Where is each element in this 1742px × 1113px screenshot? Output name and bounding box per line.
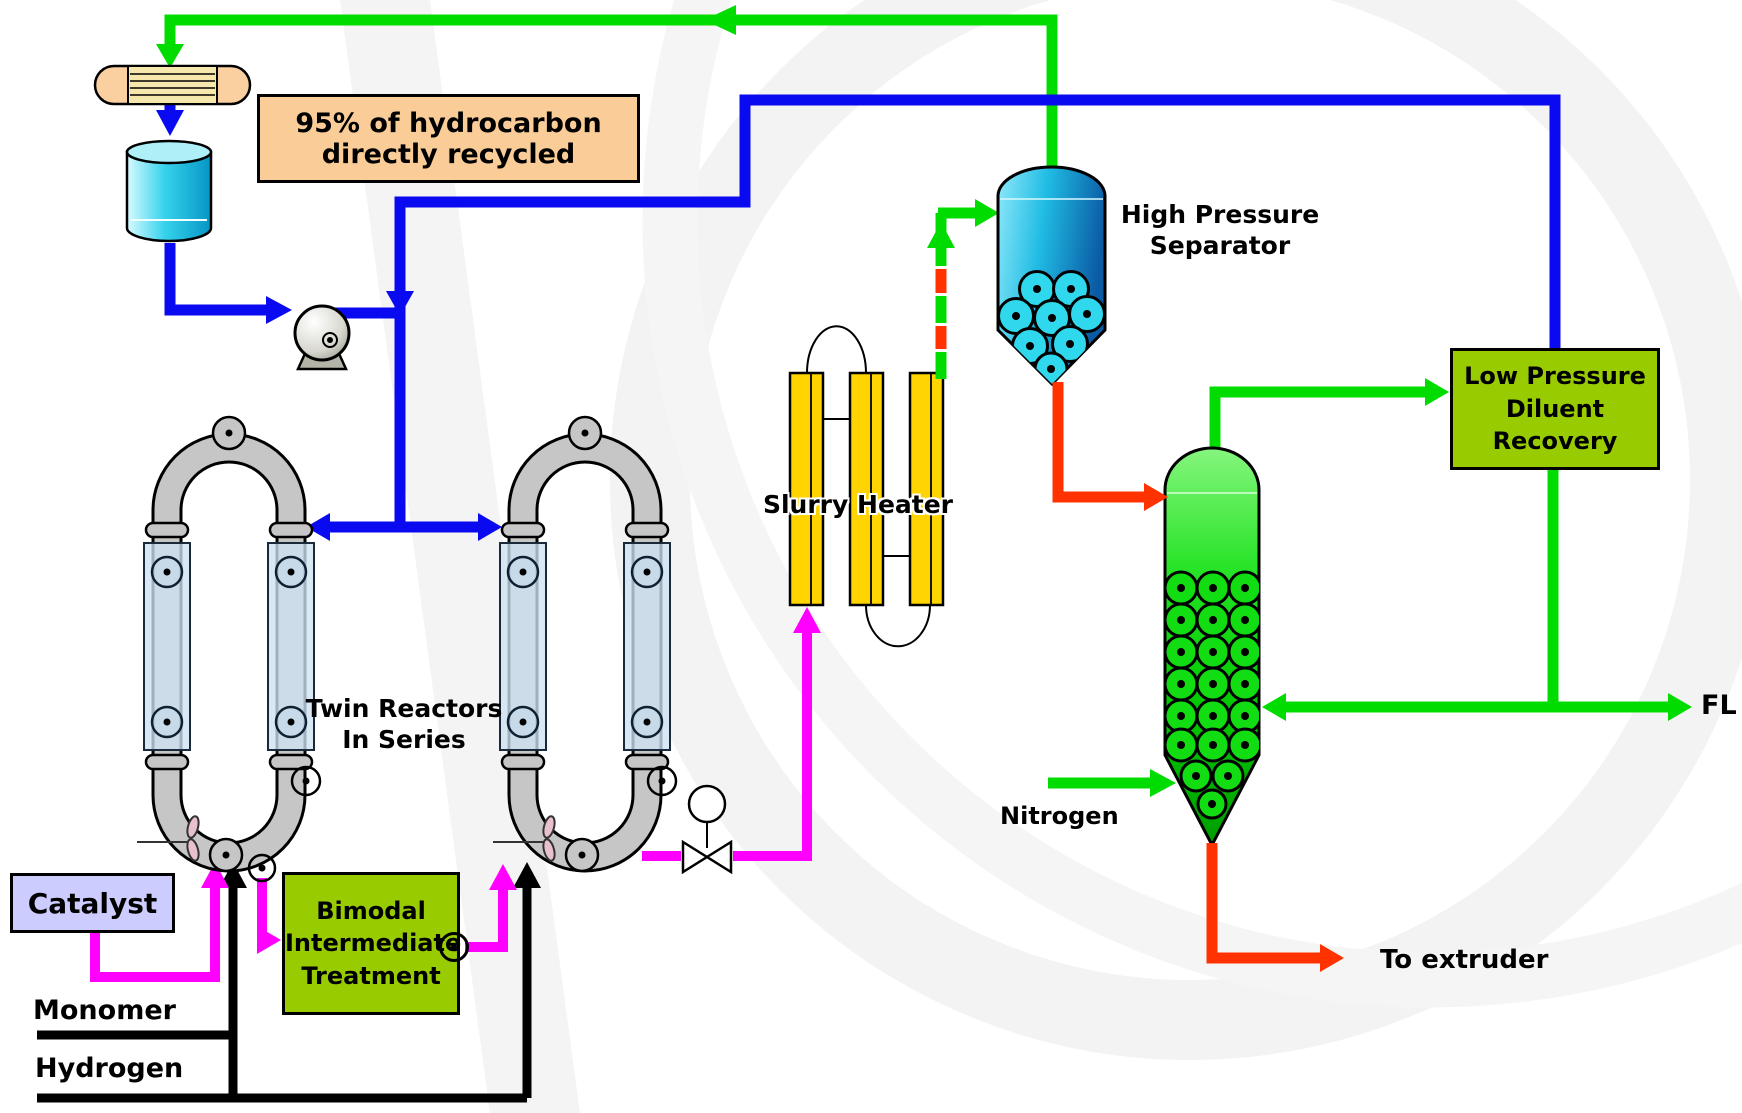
bimodal-line3: Treatment (301, 961, 441, 990)
red-product-lines (1052, 382, 1322, 964)
monomer-hydrogen-lines (37, 888, 532, 1103)
bimodal-outlet-nozzle (439, 932, 469, 962)
twin-reactors-label-line2: In Series (342, 724, 466, 754)
slurry-heater-label: Slurry Heater (748, 490, 968, 521)
slurry-heater-label-text: Slurry Heater (762, 490, 953, 519)
dashed-line-right-arrow (975, 199, 999, 227)
twin-reactors-label: Twin Reactors In Series (294, 694, 514, 755)
catalyst-label: Catalyst (27, 886, 158, 920)
impeller-icon (186, 815, 200, 862)
bimodal-treatment-box: Bimodal Intermediate Treatment (282, 872, 462, 1015)
lp-diluent-recovery-box: Low Pressure Diluent Recovery (1450, 348, 1660, 470)
to-extruder-label: To extruder (1380, 945, 1549, 975)
lpdr-line1: Low Pressure (1464, 362, 1646, 391)
loop-reactor-2 (493, 415, 678, 873)
blue-diluent-lines (164, 94, 1561, 533)
red-arrowheads (1144, 483, 1344, 972)
nitrogen-arrowhead (1150, 769, 1176, 797)
hp-separator-label-line2: Separator (1149, 230, 1291, 260)
recycle-cooler-exchanger (93, 64, 252, 106)
blue-arrowheads (156, 110, 502, 541)
hydrogen-label: Hydrogen (35, 1053, 184, 1084)
loop-reactor-1 (137, 415, 322, 883)
hp-separator-label: High Pressure Separator (1110, 200, 1330, 261)
dashed-line-up-arrow (927, 222, 955, 248)
purge-column (1163, 446, 1261, 849)
lpdr-line2: Diluent (1505, 394, 1605, 423)
impeller-icon (542, 815, 556, 862)
hp-separator-label-line1: High Pressure (1120, 200, 1320, 229)
monomer-label: Monomer (33, 995, 176, 1026)
circulation-pump (293, 304, 351, 371)
flare-label: FL (1701, 690, 1737, 721)
bimodal-line2: Intermediate (285, 929, 462, 958)
control-valve (681, 784, 733, 875)
slurry-heater-coils (788, 325, 945, 648)
nitrogen-label: Nitrogen (1000, 802, 1119, 830)
bimodal-line1: Bimodal (316, 896, 426, 925)
green-arrowheads (156, 5, 1692, 721)
hydrogen-arrow-into-reactor2 (513, 862, 541, 888)
separator-feed-dashed-line (935, 207, 983, 379)
recycle-note-line1: 95% of hydrocarbon (295, 107, 602, 139)
diluent-tank (125, 139, 213, 243)
recycle-note-box: 95% of hydrocarbon directly recycled (257, 94, 640, 183)
lpdr-line3: Recovery (1492, 427, 1618, 456)
twin-reactors-label-line1: Twin Reactors (305, 694, 503, 723)
hp-separator-vessel (996, 165, 1107, 387)
recycle-note-line2: directly recycled (321, 138, 576, 170)
catalyst-box: Catalyst (10, 873, 175, 933)
magenta-arrowheads (201, 607, 821, 954)
monomer-arrow-into-reactor1 (219, 862, 247, 888)
